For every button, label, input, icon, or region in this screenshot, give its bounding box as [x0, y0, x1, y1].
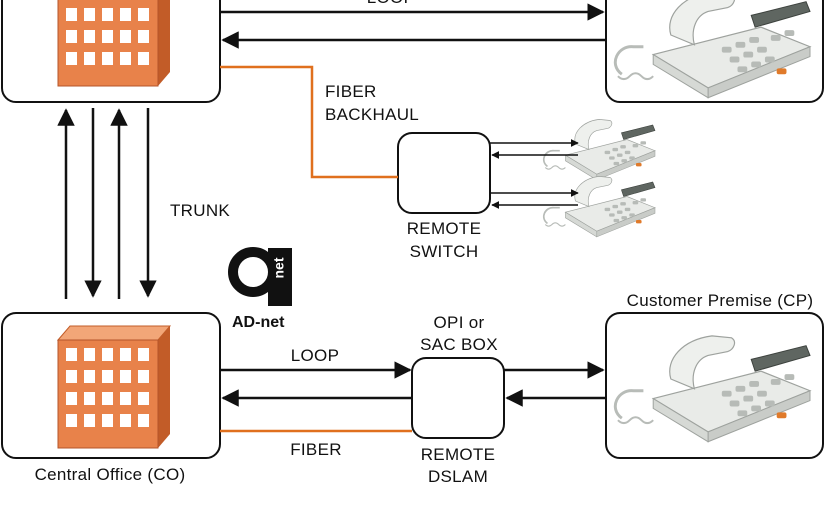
- office-building-icon: [57, 0, 171, 87]
- fiber-backhaul-label-1: FIBER: [325, 82, 377, 101]
- loop-top-label: LOOP: [367, 0, 415, 8]
- office-building-icon: [57, 325, 171, 449]
- opi-label-1: OPI or: [433, 313, 485, 332]
- fiber-backhaul-label-2: BACKHAUL: [325, 105, 420, 124]
- customer-premise-label: Customer Premise (CP): [626, 291, 814, 310]
- remote-dslam-label-1: REMOTE: [420, 445, 496, 464]
- central-office-label: Central Office (CO): [34, 465, 186, 484]
- opi-label-2: SAC BOX: [420, 335, 498, 354]
- fiber-backhaul-line: [220, 65, 398, 179]
- telephone-icon: [542, 118, 656, 181]
- remote-dslam-box: [411, 357, 505, 439]
- remote-switch-box: [397, 132, 491, 214]
- ad-net-logo: net: [228, 247, 292, 306]
- logo-sub-text: net: [271, 257, 287, 278]
- fiber-label: FIBER: [290, 440, 342, 459]
- remote-switch-label-1: REMOTE: [406, 219, 482, 238]
- remote-dslam-label-2: DSLAM: [427, 467, 489, 486]
- logo-name: AD-net: [232, 314, 285, 331]
- loop-bottom-label: LOOP: [290, 346, 340, 365]
- trunk-label: TRUNK: [170, 201, 231, 220]
- remote-switch-label-2: SWITCH: [409, 242, 479, 261]
- telephone-icon: [542, 175, 656, 238]
